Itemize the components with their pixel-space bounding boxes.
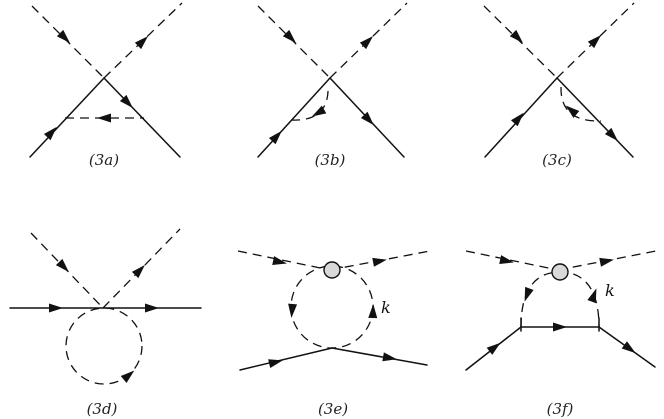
scalar-line-in: [31, 5, 105, 79]
arrow-icon: [145, 303, 159, 313]
arrow-icon: [97, 113, 111, 123]
scalar-line-in: [257, 5, 331, 79]
arrow-icon: [621, 341, 639, 357]
caption-3d: (3d): [87, 400, 118, 418]
scalar-line-out: [102, 228, 181, 309]
arrow-icon: [120, 367, 138, 383]
diagram-3f: k (3f): [465, 250, 657, 418]
diagram-3b: (3b): [257, 2, 408, 169]
momentum-label-k: k: [605, 281, 615, 300]
arrow-icon: [509, 29, 527, 47]
arrow-icon: [43, 123, 61, 141]
caption-3b: (3b): [315, 151, 346, 169]
arrow-icon: [553, 322, 567, 332]
diagram-3a: (3a): [29, 2, 183, 169]
caption-3e: (3e): [318, 400, 348, 418]
arrow-icon: [562, 102, 580, 118]
vertex-blob: [323, 261, 341, 279]
arrow-icon: [55, 258, 73, 276]
scalar-line-in: [237, 250, 331, 271]
fermion-line-in: [257, 77, 331, 158]
arrow-icon: [382, 352, 398, 364]
fermion-line-out: [556, 77, 634, 158]
arrow-icon: [599, 255, 615, 267]
arrow-icon: [368, 303, 378, 319]
caption-3c: (3c): [542, 151, 572, 169]
scalar-line-in: [465, 250, 559, 271]
arrow-icon: [372, 255, 388, 267]
arrow-icon: [587, 286, 601, 304]
arrow-icon: [510, 109, 528, 127]
arrow-icon: [49, 303, 63, 313]
arrow-icon: [272, 256, 288, 268]
arrow-icon: [286, 303, 298, 319]
scalar-line-in: [483, 5, 558, 79]
diagram-3c: (3c): [483, 2, 635, 169]
fermion-line-out: [331, 347, 428, 366]
scalar-line-out: [103, 2, 183, 79]
internal-scalar-arc: [560, 86, 602, 122]
fermion-line-in: [239, 347, 333, 371]
momentum-label-k: k: [381, 298, 391, 317]
vertex-blob: [551, 263, 569, 281]
arrow-icon: [282, 29, 300, 47]
scalar-loop: [65, 307, 143, 385]
arrow-icon: [56, 29, 74, 47]
arrow-icon: [520, 286, 534, 304]
caption-3f: (3f): [547, 400, 574, 418]
arrow-icon: [268, 356, 284, 368]
diagram-3e: k (3e): [237, 250, 431, 418]
caption-3a: (3a): [89, 151, 119, 169]
diagram-3d: (3d): [9, 228, 202, 418]
